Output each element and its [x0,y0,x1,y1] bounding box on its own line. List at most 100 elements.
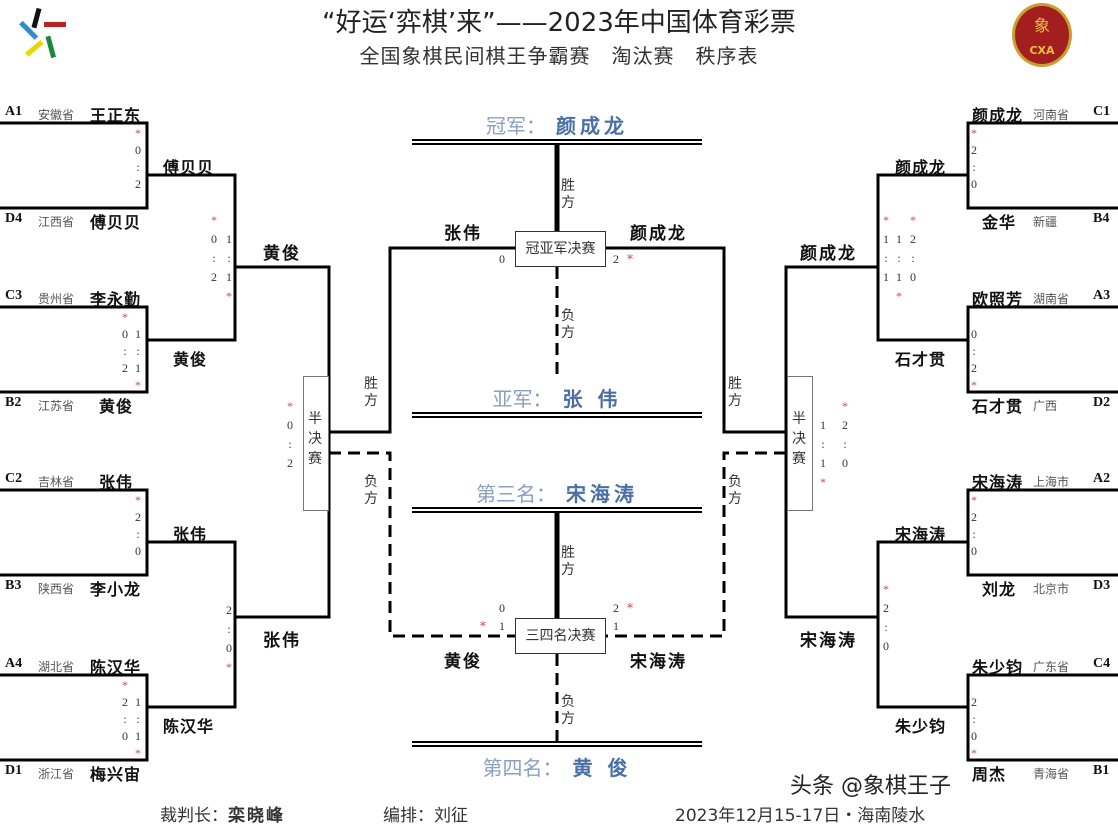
score-char: 1 [135,695,141,709]
score-char: 0 [971,729,977,743]
score-char: : [843,437,847,451]
seed: A3 [1093,288,1111,303]
winner-star: * [480,619,486,633]
score: *2:0 [969,125,979,193]
winner-star: * [883,213,889,227]
score-char: 2 [122,695,128,709]
seed: A1 [5,104,23,119]
win-label: 胜方 [561,178,575,211]
score-char: : [212,251,216,265]
score-char: 1 [135,327,141,341]
referee-label: 裁判长： [160,806,228,826]
score-char: 0 [971,327,977,341]
round3-winner: 颜成龙 [800,244,857,264]
province: 北京市 [1033,582,1070,596]
lose-label: 负方 [561,308,575,341]
score-char: : [288,437,292,451]
score-char: 0 [211,232,217,246]
third-score-left: 0 [499,601,505,615]
third-place-match-box: 三四名决赛 [515,618,606,654]
bracket-line [966,305,1118,394]
score-char: : [123,712,127,726]
bracket-line [966,488,1118,577]
seed: D2 [1093,395,1111,410]
round2-winner: 黄俊 [173,350,208,369]
semifinal-label: 半决赛 [308,411,322,467]
semifinal-label: 半决赛 [792,411,806,467]
province: 陕西省 [38,582,75,596]
player-name: 石才贯 [972,397,1024,416]
score-char: 0 [842,456,848,470]
score: 1:1* [133,677,143,762]
placing-label: 第三名： [476,482,556,506]
seed: B1 [1093,763,1110,778]
score: 2:0* [969,677,979,762]
semifinal-box-right: 半决赛 [787,376,813,511]
final-match-label: 冠亚军决赛 [525,241,596,257]
province: 吉林省 [38,475,75,489]
cxa-logo: 象 CXA [1012,3,1072,67]
province: 安徽省 [38,108,75,122]
score: 1:1* [818,397,828,492]
province: 上海市 [1033,475,1070,489]
winner-star: * [842,399,848,413]
score-char [133,677,143,694]
final-score-right: 2 [613,252,619,266]
lose-label: 负方 [561,694,575,727]
win-label: 胜方 [364,376,378,409]
province: 江西省 [38,215,75,229]
score: *2:0 [908,211,918,287]
player-name: 张伟 [99,473,134,492]
score-char: : [227,251,231,265]
winner-star: * [971,126,977,140]
score: *2:0 [969,492,979,560]
bracket-line [966,121,1118,210]
placing-label: 第四名： [482,756,563,780]
winner-star: * [122,678,128,692]
page-subtitle: 全国象棋民间棋王争霸赛 淘汰赛 秩序表 [359,44,759,68]
placing-label: 冠军： [486,114,546,138]
score-char: 0 [971,544,977,558]
bracket-line [876,173,968,342]
seed: B2 [5,395,22,410]
seed: C2 [5,471,23,486]
score: *0:2 [209,211,219,287]
bracket-line [0,121,149,210]
score-char: : [972,712,976,726]
bracket-line [147,173,237,342]
semifinal-box-left: 半决赛 [303,376,329,511]
score-char: 2 [883,601,889,615]
score-char: : [136,160,140,174]
arranger: 编排：刘征 [383,806,468,826]
winner-star: * [883,582,889,596]
score-char: : [972,160,976,174]
province: 广西 [1033,399,1058,413]
score-char: : [884,620,888,634]
score-char: : [884,251,888,265]
score-char: 2 [135,510,141,524]
round2-winner: 颜成龙 [895,158,947,177]
bracket-line [784,265,878,619]
province: 湖南省 [1033,292,1070,306]
score-char: 2 [842,418,848,432]
score: * 2: 0 [840,397,850,473]
score-char: 1 [820,418,826,432]
score-char: 0 [910,270,916,284]
page-title: “好运‘弈棋’来”——2023年中国体育彩票 [322,8,796,38]
seed: B3 [5,578,22,593]
score: *2:0 [133,492,143,560]
score-char: 1 [135,361,141,375]
score-char: 1 [896,270,902,284]
third-match-left: 黄俊 [444,652,482,672]
score-char: 0 [226,641,232,655]
player-name: 朱少钧 [972,658,1024,677]
score-char: 1 [135,729,141,743]
win-label: 胜方 [561,545,575,578]
score-char: 0 [971,177,977,191]
seed: C3 [5,288,23,303]
seed: D3 [1093,578,1111,593]
third-place: 第三名：宋海涛 [412,478,702,507]
winner-star: * [226,660,232,674]
bracket-line [606,246,786,434]
